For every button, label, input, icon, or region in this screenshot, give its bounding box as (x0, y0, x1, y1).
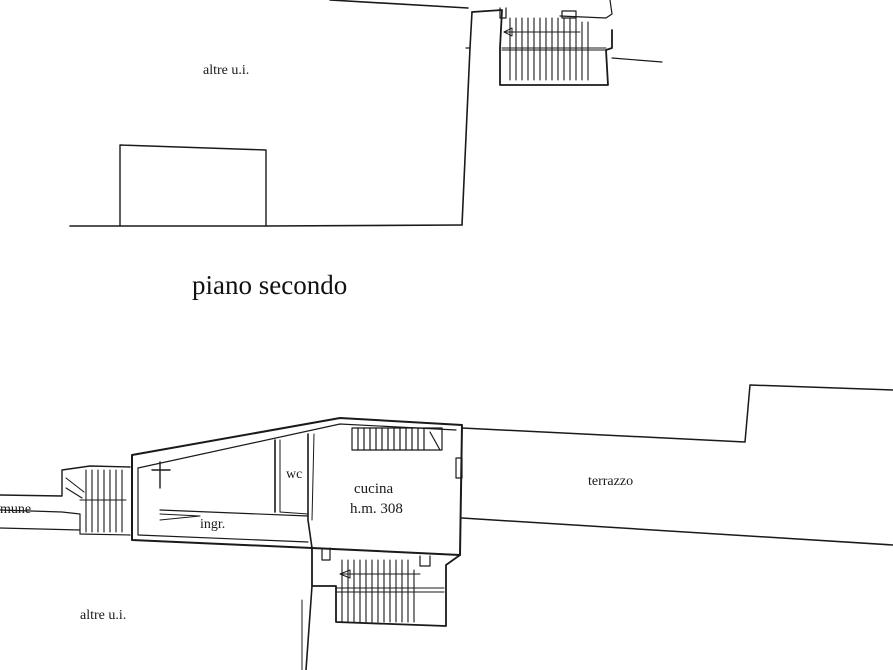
upper-plan (70, 0, 662, 226)
kitchen-label: cucina (354, 481, 394, 497)
partition-kitchen (308, 434, 312, 548)
upper-plan-top-wall (330, 0, 468, 8)
wc-label: wc (286, 467, 303, 482)
upper-plan-inner-room (120, 145, 266, 226)
terrace-outline (462, 385, 893, 442)
common-cut-label: mune (0, 502, 32, 517)
upper-plan-right-wall (462, 12, 472, 225)
left-stair (66, 470, 126, 532)
terrace-label: terrazzo (588, 474, 634, 489)
upper-other-units-label: altre u.i. (203, 63, 250, 78)
floor-title: piano secondo (192, 270, 348, 300)
upper-stair-block (472, 0, 662, 85)
lower-plan (0, 385, 893, 670)
kitchen-height-label: h.m. 308 (350, 501, 403, 517)
kitchen-top-stair (352, 428, 442, 450)
lower-stair-block (312, 548, 460, 626)
lower-other-units-label: altre u.i. (80, 608, 127, 623)
entrance-label: ingr. (200, 517, 226, 532)
lower-unit-outer-wall (132, 418, 462, 555)
